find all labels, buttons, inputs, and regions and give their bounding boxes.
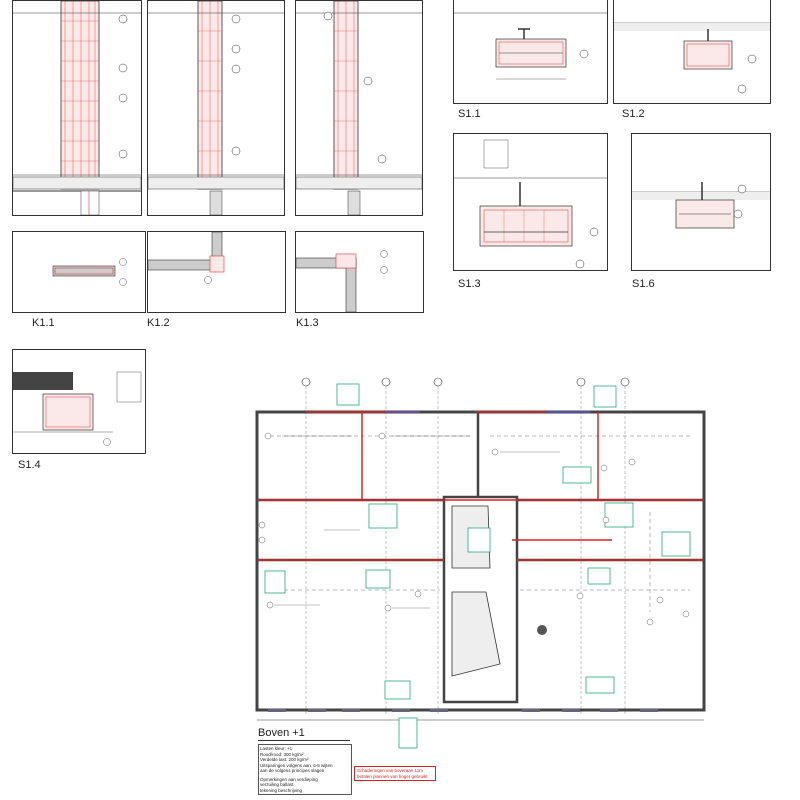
plan-detail-drawing: [148, 232, 225, 284]
section-label-s16: S1.6: [632, 278, 655, 290]
beam-section-sheet-s11: [453, 0, 608, 104]
red-note: Schaderingen van boveraan 11m betalen pl…: [354, 766, 436, 781]
elevation-sheet-k11: [12, 0, 142, 216]
section-label-s11: S1.1: [458, 108, 481, 120]
section-label-k11: K1.1: [32, 317, 55, 329]
section-label-s14: S1.4: [18, 459, 41, 471]
beam-section-sheet-s12: [613, 0, 771, 104]
legend-line: Verdelde last: 200 kg/m²: [260, 757, 309, 762]
legend-line: Lasten kleur: +1: [260, 746, 293, 751]
plan-detail-drawing: [296, 250, 388, 312]
plan-detail-k13: [295, 231, 424, 313]
elevation-sheet-k12: [147, 0, 285, 216]
plan-detail-drawing: [52, 258, 127, 286]
beam-section-drawing: [632, 182, 770, 229]
legend-line: aan de volgens principes slagen: [260, 768, 325, 773]
elevation-sheet-k13: [295, 0, 423, 216]
elevation-drawing: [13, 1, 141, 215]
section-label-s12: S1.2: [622, 108, 645, 120]
beam-section-drawing: [454, 139, 607, 269]
legend-line: Uitsparingen volgens aan. 6-5 wijten: [260, 762, 333, 768]
plan-detail-k11: [12, 231, 146, 313]
legend-line: tekening beschrijving: [260, 787, 303, 793]
section-label-k13: K1.3: [296, 317, 319, 329]
plan-detail-k12: [147, 231, 286, 313]
beam-section-sheet-s16: [631, 133, 771, 271]
beam-section-sheet-s13: [453, 133, 608, 271]
section-label-s13: S1.3: [458, 278, 481, 290]
plan-title-underline: [258, 740, 350, 741]
beam-section-drawing: [13, 371, 142, 446]
section-label-k12: K1.2: [147, 317, 170, 329]
legend-line: Opmerkingen aan verdieping: [260, 776, 318, 782]
beam-section-drawing: [454, 12, 607, 80]
elevation-drawing: [148, 1, 284, 215]
beam-section-drawing: [614, 22, 770, 94]
beam-section-sheet-s14: [12, 349, 146, 454]
legend-line: verzuiling ballast: [260, 782, 294, 787]
plan-title: Boven +1: [258, 727, 305, 739]
legend-line: Rood/rood: 300 kg/m²: [260, 751, 304, 757]
elevation-drawing: [296, 1, 422, 215]
plan-legend: Lasten kleur: +1 Rood/rood: 300 kg/m² Ve…: [258, 744, 352, 795]
